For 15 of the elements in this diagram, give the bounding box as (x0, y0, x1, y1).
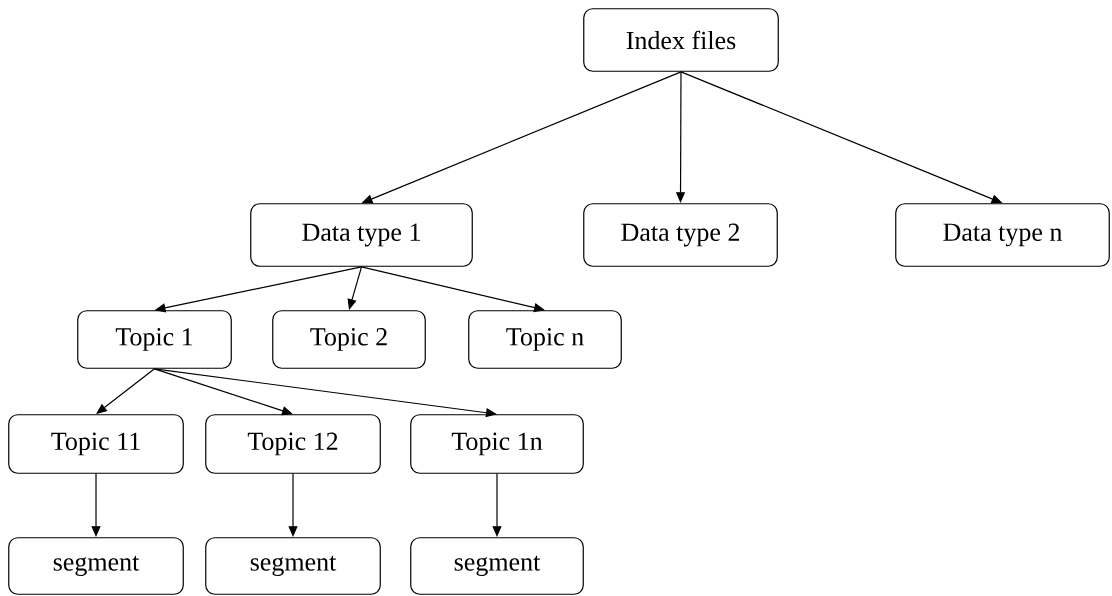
tree-box: segment (410, 537, 584, 595)
tree-box: segment (8, 537, 184, 595)
tree-box: Topic n (468, 310, 622, 369)
tree-box: Topic 11 (8, 414, 184, 474)
tree-box: Topic 2 (272, 310, 426, 369)
tree-box: Index files (583, 8, 779, 72)
tree-box: Topic 1n (410, 414, 584, 474)
tree-box: Data type n (895, 203, 1110, 267)
tree-box: segment (205, 537, 381, 595)
arrow (153, 368, 497, 418)
tree-box: Topic 1 (77, 310, 232, 369)
tree-box: Data type 2 (583, 203, 778, 267)
tree-box: Topic 12 (205, 414, 381, 474)
tree-box: Data type 1 (250, 203, 473, 267)
arrow (153, 368, 293, 416)
